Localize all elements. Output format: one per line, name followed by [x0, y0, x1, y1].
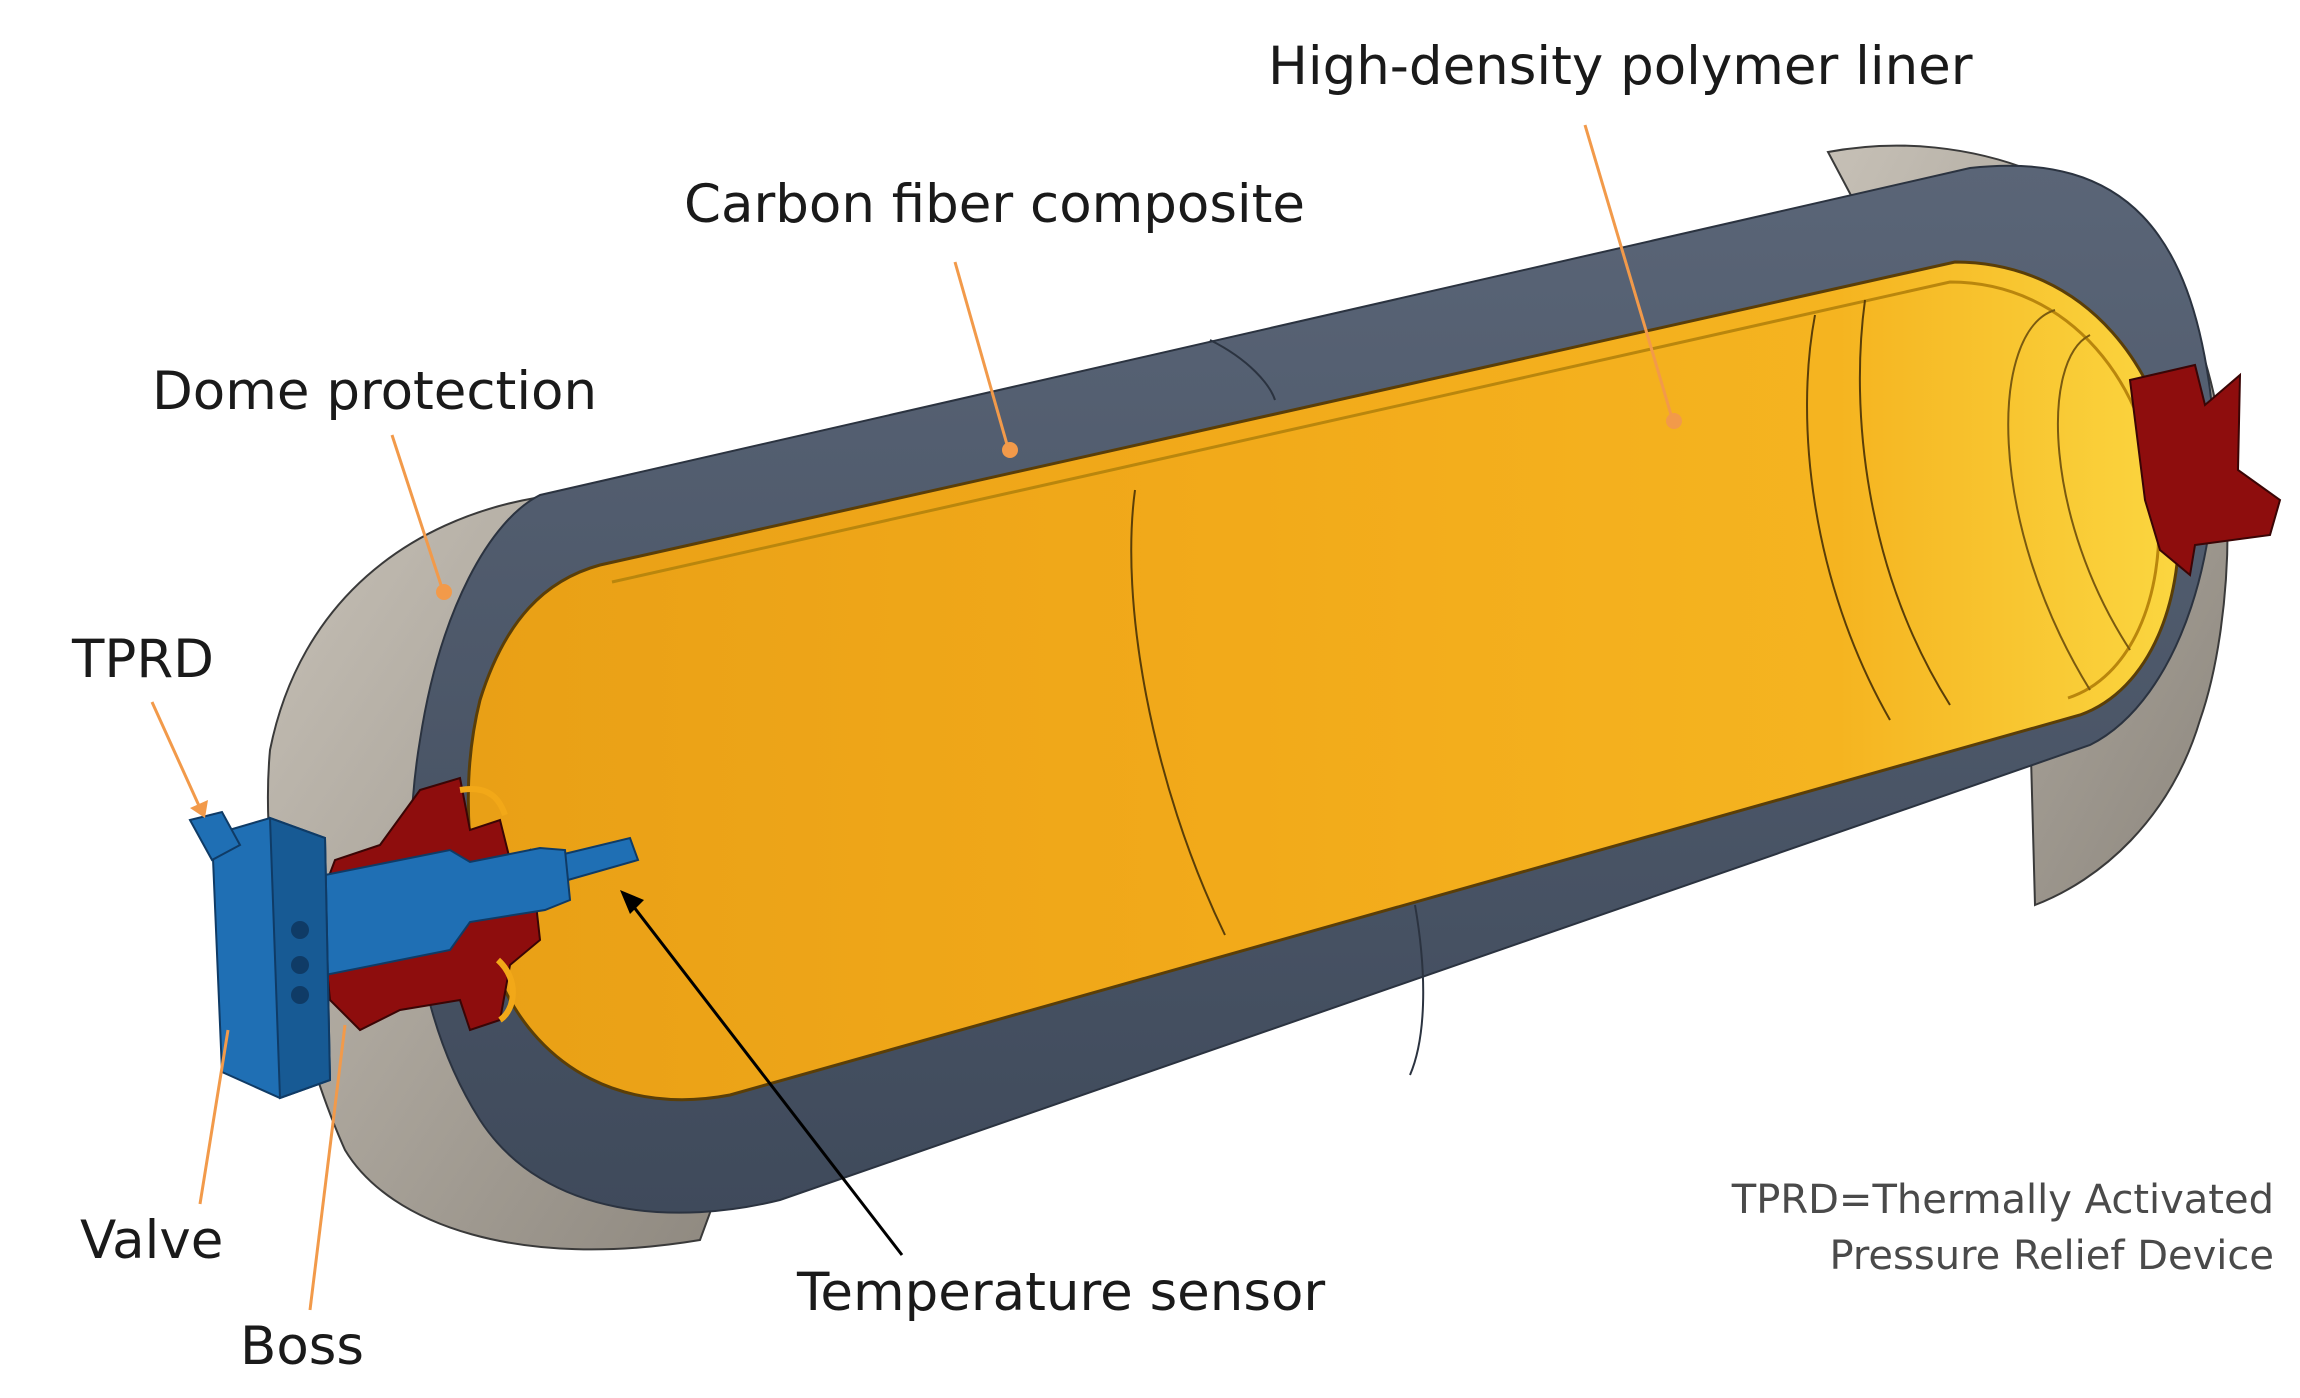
leader-carbon-dot [1002, 442, 1018, 458]
leader-tprd-arrowhead [190, 800, 208, 818]
leader-dome [390, 434, 444, 589]
label-dome-protection: Dome protection [152, 361, 598, 422]
valve-port-1 [291, 921, 309, 939]
liner-dome-contour-outer [2007, 309, 2091, 691]
leader-liner [1583, 124, 1674, 419]
liner-seam-right-1 [1806, 314, 1891, 721]
label-temperature-sensor: Temperature sensor [797, 1262, 1326, 1323]
label-carbon-fiber-composite: Carbon fiber composite [684, 174, 1306, 235]
valve-port-2 [291, 956, 309, 974]
leader-valve [198, 1029, 230, 1205]
label-high-density-polymer-liner: High-density polymer liner [1268, 36, 1973, 97]
leader-dome-dot [436, 584, 452, 600]
liner-dome-contour-inner [2057, 334, 2131, 651]
tprd-definition-note: TPRD=Thermally Activated Pressure Relief… [1732, 1172, 2274, 1284]
boss-left-collar [459, 786, 516, 1023]
label-boss: Boss [240, 1316, 365, 1377]
valve-stem [299, 846, 572, 982]
leader-sensor [628, 901, 904, 1256]
composite-seam-upper [1209, 339, 1276, 401]
leader-carbon [953, 261, 1010, 449]
leader-sensor-arrowhead [620, 890, 644, 914]
leader-boss [308, 1024, 347, 1311]
label-valve: Valve [80, 1210, 224, 1271]
valve-port-3 [291, 986, 309, 1004]
tprd-device [188, 810, 242, 862]
leader-tprd [150, 701, 202, 809]
boss-right [2128, 363, 2282, 577]
note-line-1: TPRD=Thermally Activated [1731, 1177, 2274, 1223]
note-line-2: Pressure Relief Device [1829, 1233, 2274, 1279]
composite-seam-lower [1409, 904, 1425, 1076]
label-tprd: TPRD [72, 629, 214, 690]
liner-seam-middle [1130, 489, 1226, 936]
leader-liner-dot [1666, 413, 1682, 429]
liner-seam-right-2 [1858, 299, 1951, 706]
